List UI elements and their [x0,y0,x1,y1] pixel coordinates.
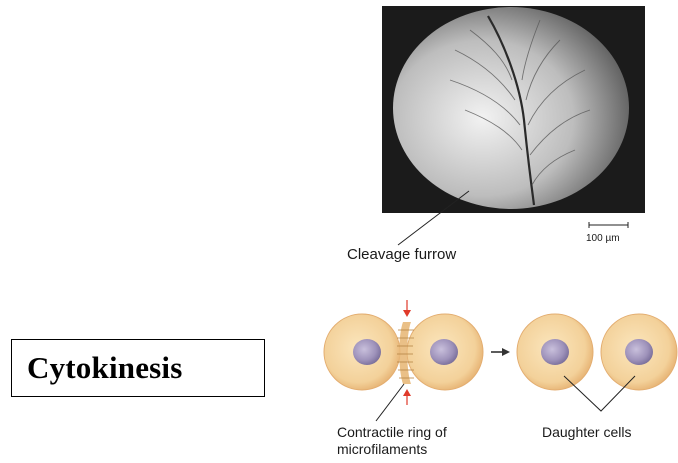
contractile-ring-label-line1: Contractile ring of [337,424,447,440]
title-box: Cytokinesis [11,339,265,397]
dividing-cell-illustration [324,300,483,421]
page-title: Cytokinesis [27,350,183,386]
right-nucleus [430,339,458,365]
dividing-egg-cell [393,7,629,209]
red-arrow-top [403,300,411,317]
cleavage-furrow-label: Cleavage furrow [347,246,456,263]
transition-arrow [491,348,510,356]
ring-leader-line [376,384,404,421]
scale-bar-label: 100 µm [586,233,620,244]
red-arrow-bottom [403,389,411,405]
daughter-nucleus-right [625,339,653,365]
daughter-cells-label: Daughter cells [542,424,632,440]
daughter-cells-illustration [517,314,677,411]
daughter-nucleus-left [541,339,569,365]
contractile-ring-label-line2: microfilaments [337,441,427,457]
sem-micrograph [382,6,645,213]
left-nucleus [353,339,381,365]
scale-bar [589,222,628,228]
